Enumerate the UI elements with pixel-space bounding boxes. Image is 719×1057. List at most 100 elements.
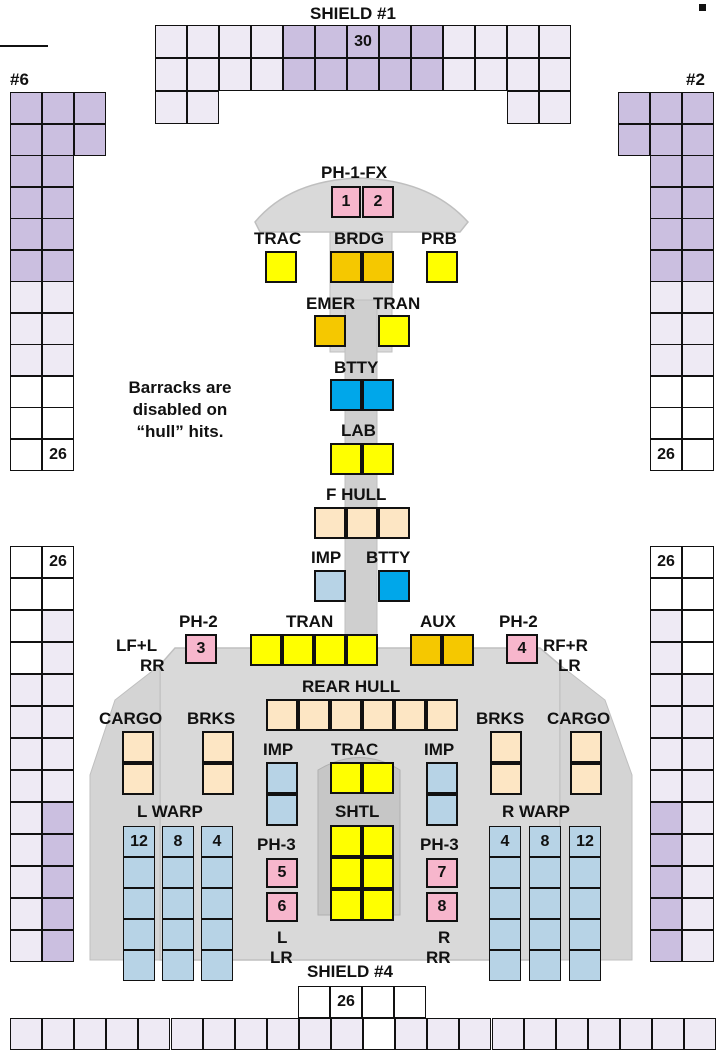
ph3-left-box-6[interactable]: 6 — [266, 892, 298, 922]
tran-center-box-1[interactable] — [250, 634, 282, 666]
cargo-left-box-2[interactable] — [122, 763, 154, 795]
shield-3-box[interactable] — [650, 930, 682, 962]
f-hull-box-1[interactable] — [314, 507, 346, 539]
ph1fx-box-1[interactable]: 1 — [331, 186, 361, 218]
shield-3-box[interactable] — [682, 642, 714, 674]
r-warp-box[interactable] — [569, 888, 601, 919]
shield-4-box[interactable] — [395, 1018, 427, 1050]
shield-1-box[interactable] — [379, 58, 411, 91]
shield-5-box[interactable] — [10, 610, 42, 642]
r-warp-box[interactable]: 4 — [489, 826, 521, 857]
shield-5-box[interactable]: 26 — [42, 546, 74, 578]
shield-1-box[interactable] — [315, 58, 347, 91]
btty-front-box-2[interactable] — [362, 379, 394, 411]
shield-4-box[interactable] — [203, 1018, 235, 1050]
shield-6-box[interactable] — [42, 281, 74, 313]
shield-6-box[interactable] — [10, 439, 42, 471]
r-warp-box[interactable] — [529, 857, 561, 888]
shield-6-box[interactable] — [74, 92, 106, 124]
shield-2-box[interactable] — [650, 187, 682, 219]
shield-2-box[interactable] — [650, 218, 682, 250]
imp-center-box[interactable] — [314, 570, 346, 602]
shield-2-box[interactable] — [682, 187, 714, 219]
r-warp-box[interactable] — [529, 919, 561, 950]
shield-4-box[interactable] — [524, 1018, 556, 1050]
shield-3-box[interactable] — [682, 834, 714, 866]
shield-1-box[interactable] — [219, 58, 251, 91]
shield-3-box[interactable] — [650, 674, 682, 706]
shield-3-box[interactable] — [682, 866, 714, 898]
rear-hull-box-3[interactable] — [330, 699, 362, 731]
shield-2-box[interactable] — [618, 124, 650, 156]
shield-6-box[interactable] — [42, 187, 74, 219]
shield-1-box[interactable]: 30 — [347, 25, 379, 58]
btty-center-box[interactable] — [378, 570, 410, 602]
shield-4-box[interactable] — [298, 986, 330, 1018]
shield-2-box[interactable] — [650, 155, 682, 187]
shield-3-box[interactable] — [650, 578, 682, 610]
shield-1-box[interactable] — [539, 25, 571, 58]
shield-1-box[interactable] — [315, 25, 347, 58]
shield-2-box[interactable] — [650, 313, 682, 345]
shield-5-box[interactable] — [10, 834, 42, 866]
brks-right-box-2[interactable] — [490, 763, 522, 795]
brdg-box-1[interactable] — [330, 251, 362, 283]
shield-2-box[interactable] — [682, 344, 714, 376]
shield-1-box[interactable] — [411, 25, 443, 58]
shield-3-box[interactable]: 26 — [650, 546, 682, 578]
brks-right-box-1[interactable] — [490, 731, 522, 763]
shield-1-box[interactable] — [475, 25, 507, 58]
shield-1-box[interactable] — [539, 91, 571, 124]
l-warp-box[interactable] — [123, 888, 155, 919]
shield-4-box[interactable] — [74, 1018, 106, 1050]
lab-box-1[interactable] — [330, 443, 362, 475]
shield-5-box[interactable] — [42, 706, 74, 738]
shield-1-box[interactable] — [283, 58, 315, 91]
cargo-left-box-1[interactable] — [122, 731, 154, 763]
imp-left-box-2[interactable] — [266, 794, 298, 826]
shield-4-box[interactable] — [459, 1018, 491, 1050]
r-warp-box[interactable]: 8 — [529, 826, 561, 857]
tran-center-box-3[interactable] — [314, 634, 346, 666]
shtl-box-6[interactable] — [362, 889, 394, 921]
shield-2-box[interactable] — [650, 281, 682, 313]
shield-2-box[interactable] — [682, 155, 714, 187]
shield-2-box[interactable] — [682, 313, 714, 345]
shield-5-box[interactable] — [42, 674, 74, 706]
shield-4-box[interactable] — [427, 1018, 459, 1050]
shield-1-box[interactable] — [443, 58, 475, 91]
shield-3-box[interactable] — [682, 610, 714, 642]
shield-2-box[interactable] — [650, 376, 682, 408]
shield-4-box[interactable] — [299, 1018, 331, 1050]
l-warp-box[interactable] — [123, 919, 155, 950]
shield-3-box[interactable] — [682, 802, 714, 834]
shield-4-box[interactable] — [362, 986, 394, 1018]
brdg-box-2[interactable] — [362, 251, 394, 283]
shield-3-box[interactable] — [650, 802, 682, 834]
l-warp-box[interactable] — [201, 857, 233, 888]
shield-6-box[interactable] — [10, 92, 42, 124]
shield-3-box[interactable] — [650, 642, 682, 674]
shield-1-box[interactable] — [507, 91, 539, 124]
shield-3-box[interactable] — [650, 610, 682, 642]
shield-5-box[interactable] — [42, 578, 74, 610]
shield-3-box[interactable] — [650, 866, 682, 898]
shield-2-box[interactable] — [650, 407, 682, 439]
shield-3-box[interactable] — [682, 738, 714, 770]
l-warp-box[interactable] — [123, 857, 155, 888]
shield-3-box[interactable] — [682, 578, 714, 610]
shield-1-box[interactable] — [187, 91, 219, 124]
brks-left-box-1[interactable] — [202, 731, 234, 763]
l-warp-box[interactable] — [201, 919, 233, 950]
trac-rear-box-2[interactable] — [362, 762, 394, 794]
shield-1-box[interactable] — [251, 25, 283, 58]
shield-4-box[interactable] — [492, 1018, 524, 1050]
shield-4-box[interactable] — [363, 1018, 395, 1050]
shield-5-box[interactable] — [42, 738, 74, 770]
shield-6-box[interactable] — [42, 344, 74, 376]
l-warp-box[interactable] — [201, 888, 233, 919]
shield-5-box[interactable] — [42, 898, 74, 930]
rear-hull-box-6[interactable] — [426, 699, 458, 731]
r-warp-box[interactable] — [489, 857, 521, 888]
l-warp-box[interactable] — [201, 950, 233, 981]
